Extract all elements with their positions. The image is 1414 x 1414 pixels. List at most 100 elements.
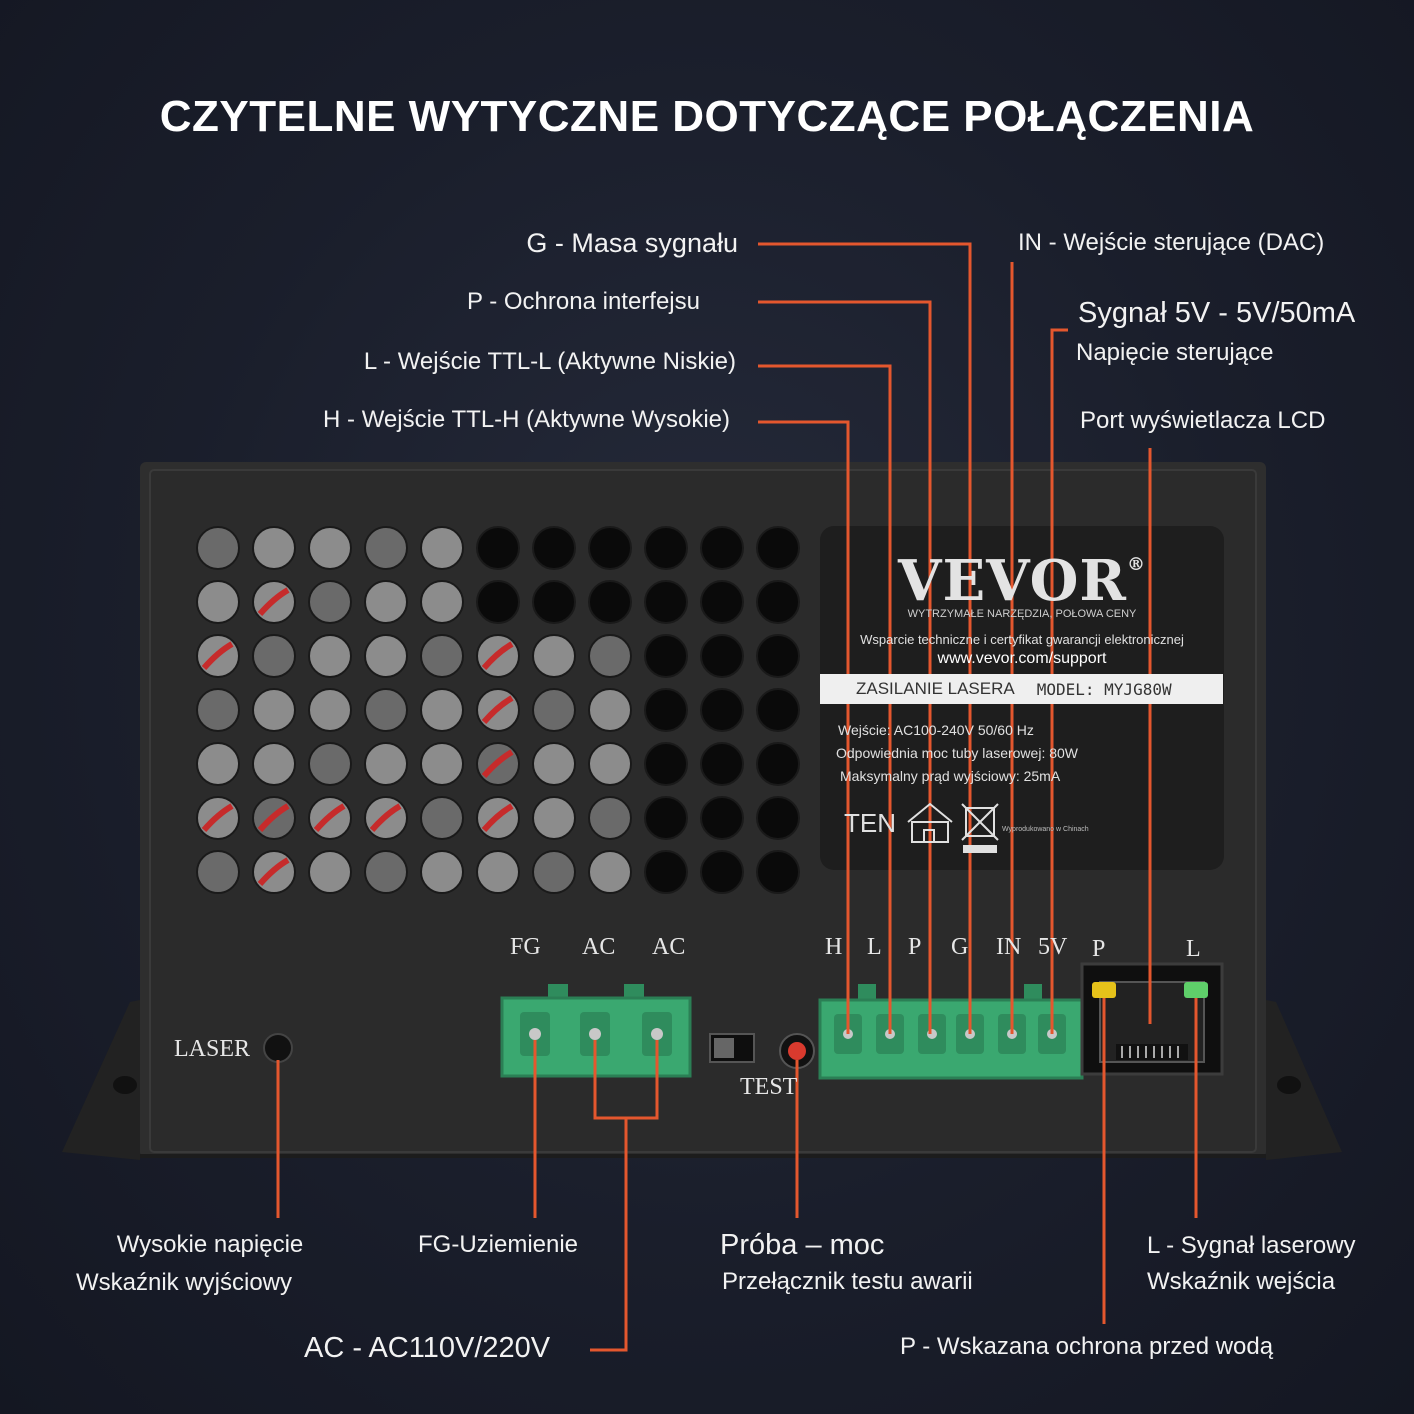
right-flange xyxy=(1266,1000,1342,1160)
power-terminal-screws xyxy=(520,1012,672,1056)
power-switch-toggle xyxy=(714,1038,734,1058)
right-flange-hole xyxy=(1277,1076,1301,1094)
vent-hole xyxy=(420,796,464,840)
vent-grid xyxy=(196,526,800,894)
vent-hole xyxy=(308,742,352,786)
vent-hole xyxy=(644,634,688,678)
spec-input: Wejście: AC100-240V 50/60 Hz xyxy=(838,722,1034,738)
vent-hole xyxy=(364,580,408,624)
internal-wire xyxy=(201,803,234,832)
vent-hole xyxy=(700,580,744,624)
leader-lines xyxy=(276,242,1198,1352)
vent-hole xyxy=(420,742,464,786)
spec-current: Maksymalny prąd wyjściowy: 25mA xyxy=(840,768,1061,784)
leader-g xyxy=(758,242,972,1034)
vent-hole xyxy=(308,580,352,624)
signal-terminal-screws xyxy=(834,1014,1066,1054)
vent-hole xyxy=(476,526,520,570)
vent-hole xyxy=(364,850,408,894)
test-button xyxy=(788,1042,806,1060)
vent-hole xyxy=(756,580,800,624)
vent-hole xyxy=(644,580,688,624)
leader-l xyxy=(758,364,892,1034)
vent-hole xyxy=(588,526,632,570)
vent-hole xyxy=(364,634,408,678)
terminal-label-h: H xyxy=(825,934,843,960)
internal-wire xyxy=(481,803,514,832)
terminal-label-p: P xyxy=(908,934,922,960)
terminal-label-fg: FG xyxy=(510,934,541,960)
weee-bin-icon xyxy=(961,803,999,853)
port-label-l: L xyxy=(1186,936,1201,962)
vent-hole xyxy=(532,526,576,570)
internal-wire xyxy=(481,641,514,670)
vent-hole xyxy=(756,688,800,732)
made-in: Wyprodukowano w Chinach xyxy=(1002,826,1089,833)
vent-hole xyxy=(700,850,744,894)
leader-p xyxy=(758,300,932,1034)
leader-h xyxy=(758,420,850,1034)
spec-tube: Odpowiednia moc tuby laserowej: 80W xyxy=(836,745,1079,761)
vent-hole xyxy=(756,796,800,840)
vent-hole xyxy=(420,634,464,678)
vent-hole xyxy=(532,580,576,624)
vent-hole xyxy=(588,850,632,894)
vent-hole xyxy=(532,796,576,840)
vent-hole xyxy=(196,850,240,894)
port-label-p: P xyxy=(1092,936,1106,962)
callout-l: L - Wejście TTL-L (Aktywne Niskie) xyxy=(363,348,736,375)
model-number: MODEL: MYJG80W xyxy=(1036,679,1172,699)
laser-indicator xyxy=(263,1033,293,1063)
power-terminal-tab xyxy=(624,984,644,1000)
internal-wire xyxy=(369,803,402,832)
terminal-label-g: G xyxy=(951,934,969,960)
vent-hole xyxy=(700,742,744,786)
vent-hole xyxy=(644,796,688,840)
callout-5v-title: Sygnał 5V - 5V/50mA xyxy=(1078,297,1356,329)
vent-hole xyxy=(252,742,296,786)
laser-label: LASER xyxy=(174,1036,251,1062)
vent-hole xyxy=(532,850,576,894)
product-name: ZASILANIE LASERA xyxy=(856,679,1015,698)
house-icon xyxy=(907,802,953,843)
vent-hole xyxy=(644,688,688,732)
vent-hole xyxy=(196,688,240,732)
vent-hole xyxy=(588,580,632,624)
brand-logo: VEVOR® xyxy=(898,548,1146,614)
vent-hole xyxy=(420,688,464,732)
leader-ac xyxy=(590,1118,628,1352)
callout-laser-line1: Wysokie napięcie xyxy=(116,1231,304,1258)
page-title: CZYTELNE WYTYCZNE DOTYCZĄCE POŁĄCZENIA xyxy=(159,92,1255,141)
internal-wire xyxy=(313,803,346,832)
vent-hole xyxy=(700,634,744,678)
vent-hole xyxy=(476,580,520,624)
vent-hole xyxy=(756,850,800,894)
vent-hole xyxy=(420,580,464,624)
p-indicator-led xyxy=(1092,982,1116,998)
support-url: www.vevor.com/support xyxy=(937,650,1107,667)
vent-hole xyxy=(532,742,576,786)
vent-hole xyxy=(588,742,632,786)
internal-wire xyxy=(257,587,290,616)
vent-hole xyxy=(700,526,744,570)
brand-tagline: WYTRZYMAŁE NARZĘDZIA, POŁOWA CENY xyxy=(907,608,1137,620)
vent-hole xyxy=(588,634,632,678)
vent-hole xyxy=(532,634,576,678)
callout-in: IN - Wejście sterujące (DAC) xyxy=(1018,229,1325,256)
vent-hole xyxy=(700,688,744,732)
internal-wire xyxy=(257,857,290,886)
test-label: TEST xyxy=(740,1074,798,1100)
vent-hole xyxy=(252,688,296,732)
vent-hole xyxy=(364,526,408,570)
terminal-label-in: IN xyxy=(996,934,1022,960)
callout-h: H - Wejście TTL-H (Aktywne Wysokie) xyxy=(323,406,730,433)
callout-test-title: Próba – moc xyxy=(720,1229,885,1261)
vent-hole xyxy=(476,850,520,894)
vent-hole xyxy=(364,688,408,732)
left-flange xyxy=(62,1000,140,1160)
vent-hole xyxy=(308,850,352,894)
vent-hole xyxy=(588,796,632,840)
vent-hole xyxy=(644,742,688,786)
internal-wire xyxy=(257,803,290,832)
